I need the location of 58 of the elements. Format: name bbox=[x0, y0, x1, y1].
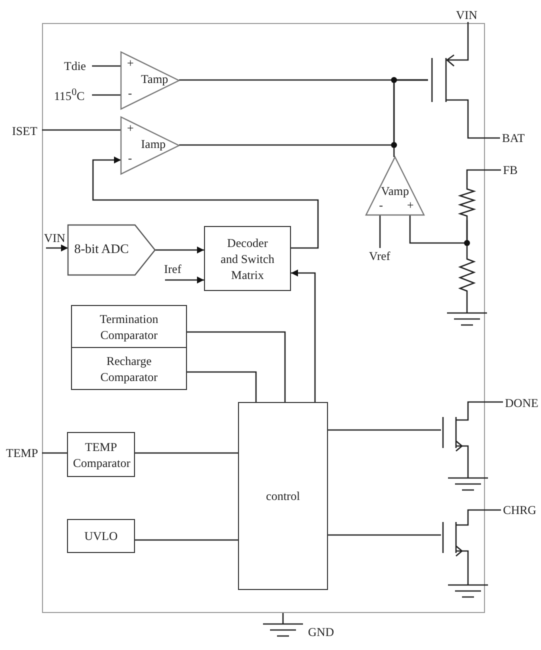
input-sign: - bbox=[379, 198, 383, 212]
input-sign: + bbox=[127, 121, 134, 135]
pin-label: CHRG bbox=[503, 503, 536, 517]
block-label: UVLO bbox=[84, 528, 118, 544]
wire bbox=[92, 65, 121, 67]
function-block bbox=[71, 305, 187, 348]
arrow bbox=[46, 244, 68, 252]
arrow bbox=[291, 270, 316, 402]
function-block bbox=[204, 226, 291, 291]
wire bbox=[187, 371, 257, 402]
pin-label: GND bbox=[308, 625, 334, 639]
wire bbox=[462, 509, 501, 526]
wire bbox=[42, 452, 67, 454]
wire bbox=[379, 215, 381, 248]
pin-label: 115$^{0}$C bbox=[54, 86, 85, 103]
wire bbox=[409, 215, 468, 244]
input-sign: - bbox=[128, 151, 132, 165]
arrow bbox=[165, 276, 204, 284]
pin-label: Tdie bbox=[64, 59, 86, 73]
pin-label: Iref bbox=[164, 262, 182, 276]
block-label: 8-bit ADC bbox=[73, 242, 130, 256]
wire bbox=[135, 539, 238, 541]
wire bbox=[187, 331, 286, 402]
wire bbox=[328, 534, 441, 536]
wire bbox=[92, 94, 121, 96]
pin-label: VIN bbox=[456, 8, 478, 22]
pin-label: FB bbox=[503, 163, 518, 177]
wire bbox=[42, 129, 121, 131]
amplifier-label: Iamp bbox=[141, 137, 166, 151]
function-block bbox=[67, 519, 135, 553]
block-label: Recharge Comparator bbox=[99, 352, 159, 384]
block-label: TEMP Comparator bbox=[73, 438, 129, 470]
input-sign: + bbox=[127, 56, 134, 70]
wire bbox=[462, 401, 503, 421]
wire bbox=[466, 169, 501, 185]
arrow bbox=[92, 156, 319, 249]
function-block bbox=[71, 347, 187, 390]
pin-label: VIN bbox=[44, 231, 66, 245]
block-label: Decoder and Switch Matrix bbox=[220, 234, 276, 282]
pin-label: DONE bbox=[505, 396, 538, 410]
amplifier-label: Vamp bbox=[381, 184, 409, 198]
pin-label: TEMP bbox=[6, 446, 38, 460]
block-label: Termination Comparator bbox=[98, 310, 160, 342]
input-sign: + bbox=[407, 198, 414, 212]
function-block bbox=[238, 402, 328, 590]
wire bbox=[452, 99, 500, 139]
wire bbox=[135, 452, 238, 454]
block-label: control bbox=[266, 488, 300, 504]
amplifier-label: Tamp bbox=[141, 72, 168, 86]
arrow bbox=[155, 246, 204, 254]
wire bbox=[328, 429, 441, 431]
pin-label: Vref bbox=[369, 249, 390, 263]
wire bbox=[452, 22, 469, 61]
input-sign: - bbox=[128, 86, 132, 100]
pin-label: ISET bbox=[12, 124, 38, 138]
pin-label: BAT bbox=[502, 131, 525, 145]
function-block bbox=[67, 432, 135, 477]
wire bbox=[393, 79, 428, 157]
